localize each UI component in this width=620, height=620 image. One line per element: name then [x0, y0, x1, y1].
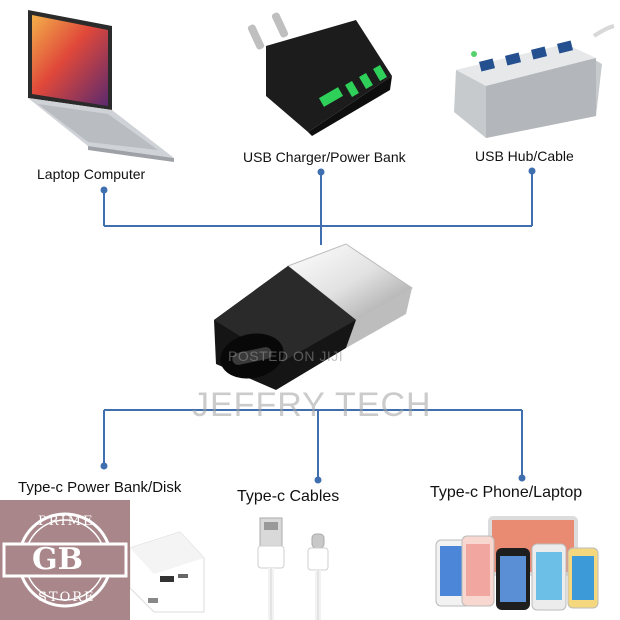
badge-bottom-text: STORE: [38, 590, 96, 605]
power-bank-icon: [129, 531, 205, 613]
laptop-icon: [28, 10, 174, 162]
phones-icon: [435, 516, 599, 611]
usb-charger-icon: [247, 12, 392, 136]
target-label-phones: Type-c Phone/Laptop: [430, 484, 583, 501]
badge-main-text: GB: [32, 542, 83, 577]
usb-cables-icon: [257, 517, 329, 620]
source-label-hub: USB Hub/Cable: [475, 148, 574, 164]
watermark-posted: POSTED ON JIJI: [228, 348, 344, 364]
badge-frame: [2, 512, 128, 608]
source-label-charger: USB Charger/Power Bank: [243, 149, 406, 165]
badge-top-text: PRIME: [38, 514, 95, 529]
target-label-power-bank: Type-c Power Bank/Disk: [18, 479, 182, 496]
source-label-laptop: Laptop Computer: [37, 166, 146, 182]
usb-c-adapter-icon: [214, 243, 413, 390]
store-badge: PRIME GB STORE: [0, 500, 130, 620]
usb-hub-icon: [454, 24, 615, 138]
watermark-brand: JEFFRY TECH: [192, 386, 432, 424]
target-label-cables: Type-c Cables: [237, 488, 340, 505]
